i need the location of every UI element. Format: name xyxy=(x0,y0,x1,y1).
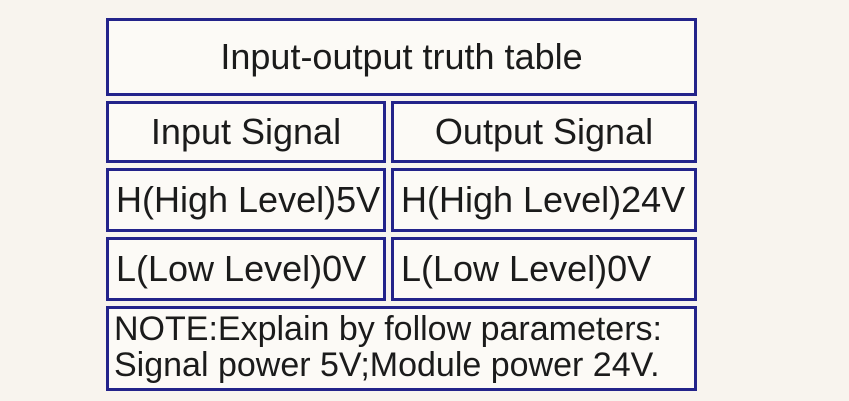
table-row: Input-output truth table xyxy=(106,18,697,96)
table-row: NOTE:Explain by follow parameters: Signa… xyxy=(106,306,697,392)
cell-input-high-level: H(High Level)5V xyxy=(106,168,386,232)
column-header-output-signal: Output Signal xyxy=(391,101,697,163)
column-header-input-signal: Input Signal xyxy=(106,101,386,163)
table-row: Input Signal Output Signal xyxy=(106,101,697,163)
note-line-2: Signal power 5V;Module power 24V. xyxy=(114,345,660,384)
cell-output-high-level: H(High Level)24V xyxy=(391,168,697,232)
note-line-1: NOTE:Explain by follow parameters: xyxy=(114,310,662,348)
note-cell: NOTE:Explain by follow parameters: Signa… xyxy=(106,306,697,392)
table-row: L(Low Level)0V L(Low Level)0V xyxy=(106,237,697,301)
table-title: Input-output truth table xyxy=(106,18,697,96)
cell-output-low-level: L(Low Level)0V xyxy=(391,237,697,301)
truth-table: Input-output truth table Input Signal Ou… xyxy=(101,13,702,396)
table-row: H(High Level)5V H(High Level)24V xyxy=(106,168,697,232)
cell-input-low-level: L(Low Level)0V xyxy=(106,237,386,301)
